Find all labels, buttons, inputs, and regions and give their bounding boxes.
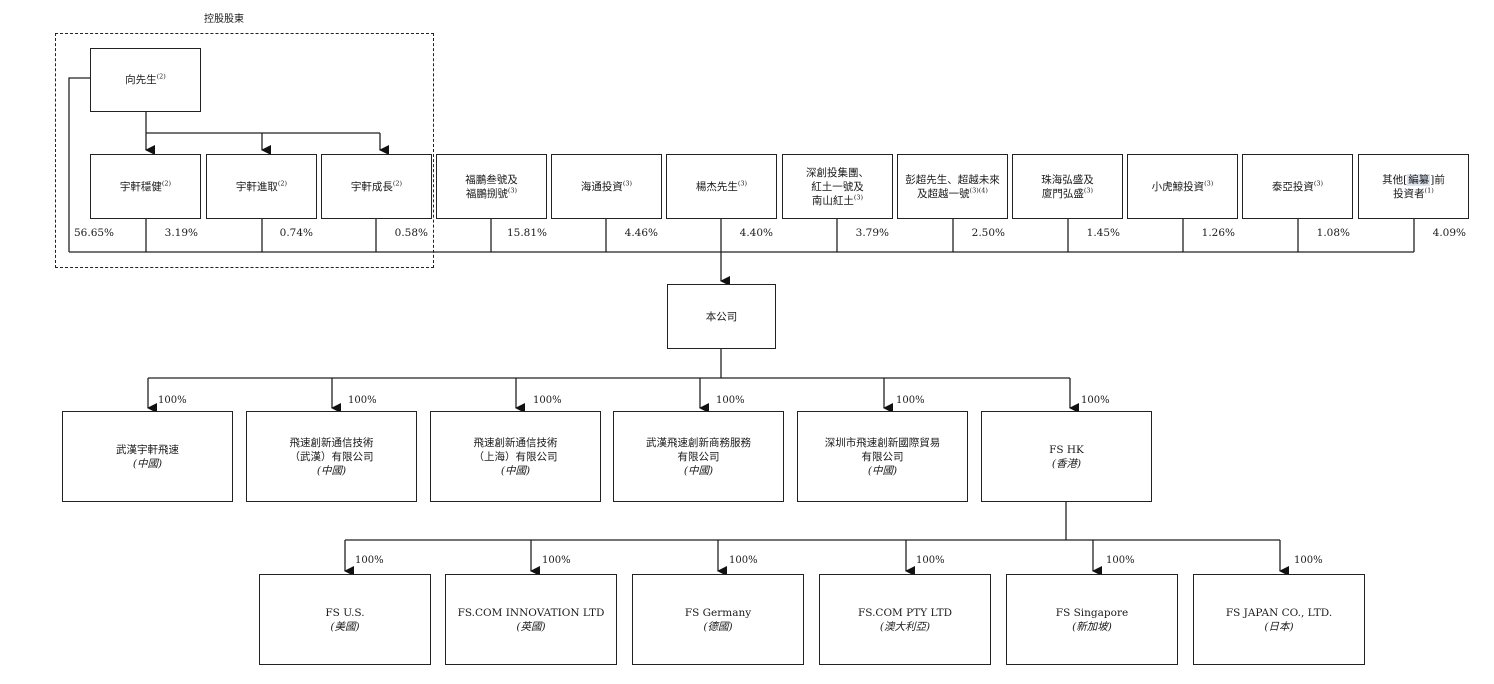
pct-mr-xiang: 56.65% [74,227,115,239]
fs-uk-box: FS.COM INNOVATION LTD (英國) [445,574,617,665]
pct-other-pre-ipo: 4.09% [1432,227,1466,239]
sub-pct-label: 100% [716,395,745,406]
sub-pct-label: 100% [1081,395,1110,406]
pct-shenchuangtou: 3.79% [855,227,889,239]
fs-japan-box: FS JAPAN CO., LTD. (日本) [1193,574,1365,665]
shareholder-shenchuangtou-box: 深創投集團、 紅土一號及 南山紅土(3) [782,154,893,219]
sub-pct-label: 100% [533,395,562,406]
fs-australia-box: FS.COM PTY LTD (澳大利亞) [819,574,991,665]
controlling-shareholders-title: 控股股東 [204,14,244,25]
subsidiary-shenzhen-trade-box: 深圳市飛速創新國際貿易 有限公司 (中國) [797,411,968,502]
overseas-pct-label: 100% [729,555,758,566]
pct-fupeng: 15.81% [506,227,547,239]
overseas-pct-label: 100% [1106,555,1135,566]
overseas-pct-label: 100% [916,555,945,566]
pct-taiya: 1.08% [1316,227,1350,239]
overseas-pct-label: 100% [1294,555,1323,566]
pct-hongsheng: 1.45% [1086,227,1120,239]
shareholder-fupeng-box: 福鵬叁號及 福鵬捌號(3) [436,154,547,219]
sub-pct-label: 100% [158,395,187,406]
controlling-shareholders-group [55,33,434,268]
fs-germany-box: FS Germany (德國) [632,574,804,665]
shareholder-haitong-box: 海通投資(3) [551,154,662,219]
yuxuan-jinqu-box: 宇軒進取(2) [206,154,317,219]
fs-singapore-box: FS Singapore (新加坡) [1006,574,1178,665]
sub-pct-label: 100% [348,395,377,406]
pct-xiaohujing: 1.26% [1201,227,1235,239]
mr-xiang-box: 向先生(2) [90,48,201,112]
sub-pct-label: 100% [896,395,925,406]
pct-peng-chao: 2.50% [971,227,1005,239]
pct-yuxuan-jinqu: 0.74% [279,227,313,239]
subsidiary-wuhan-business-box: 武漢飛速創新商務服務 有限公司 (中國) [613,411,784,502]
shareholder-yang-jie-box: 楊杰先生(3) [666,154,777,219]
pct-yuxuan-wenjian: 3.19% [164,227,198,239]
overseas-pct-label: 100% [355,555,384,566]
subsidiary-wuhan-yuxuan-box: 武漢宇軒飛速 (中國) [62,411,233,502]
yuxuan-wenjian-box: 宇軒穩健(2) [90,154,201,219]
fs-us-box: FS U.S. (美國) [259,574,431,665]
pct-yang-jie: 4.40% [739,227,773,239]
shareholder-peng-chao-box: 彭超先生、超越未來 及超越一號(3)(4) [897,154,1008,219]
shareholder-taiya-box: 泰亞投資(3) [1242,154,1353,219]
overseas-pct-label: 100% [542,555,571,566]
shareholder-other-pre-ipo-box: 其他[編纂]前 投資者(1) [1358,154,1469,219]
subsidiary-fs-hk-box: FS HK (香港) [981,411,1152,502]
yuxuan-chengzhang-box: 宇軒成長(2) [321,154,432,219]
shareholder-xiaohujing-box: 小虎鯨投資(3) [1127,154,1238,219]
subsidiary-fs-shanghai-box: 飛速創新通信技術 （上海）有限公司 (中國) [430,411,601,502]
pct-haitong: 4.46% [624,227,658,239]
pct-yuxuan-chengzhang: 0.58% [394,227,428,239]
company-box: 本公司 [667,284,776,349]
subsidiary-fs-wuhan-box: 飛速創新通信技術 （武漢）有限公司 (中國) [246,411,417,502]
shareholder-hongsheng-box: 珠海弘盛及 廈門弘盛(3) [1012,154,1123,219]
